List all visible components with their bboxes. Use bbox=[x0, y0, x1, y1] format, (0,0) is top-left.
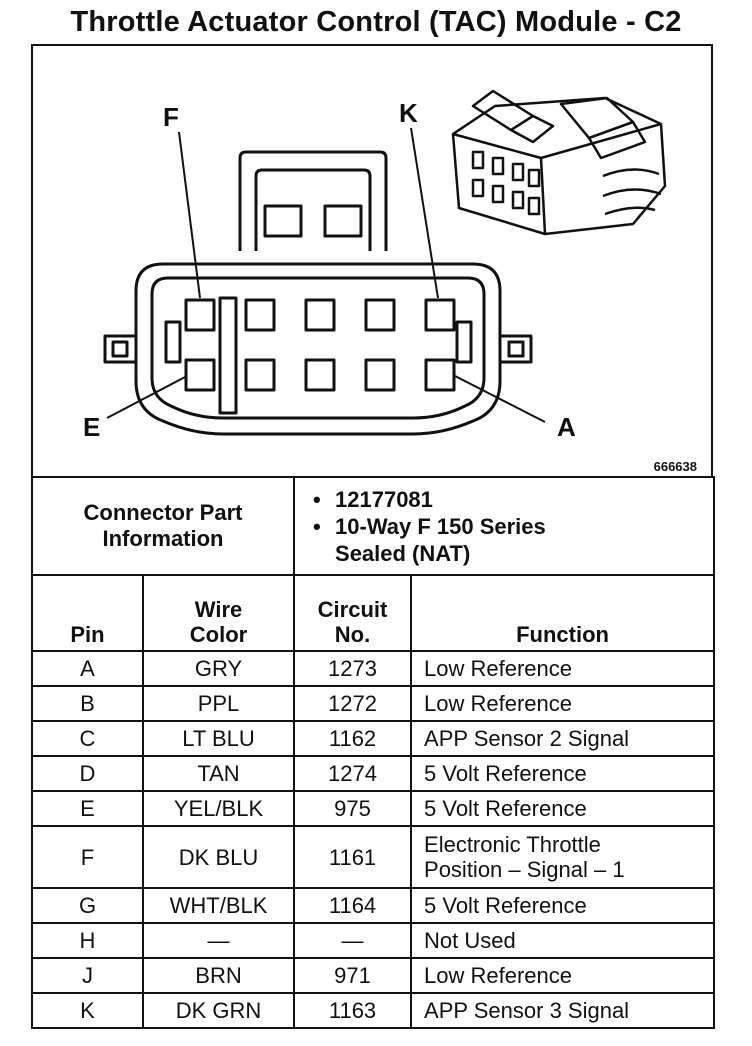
header-function: Function bbox=[410, 574, 716, 652]
function-line1: Electronic Throttle bbox=[424, 832, 601, 857]
circuit-cell: 975 bbox=[293, 790, 413, 827]
table-row: E YEL/BLK 975 5 Volt Reference bbox=[31, 790, 716, 827]
connector-latch bbox=[238, 150, 388, 251]
figure-id: 666638 bbox=[653, 459, 697, 474]
circuit-cell: 1272 bbox=[293, 685, 413, 722]
connector-description-cont: Sealed (NAT) bbox=[335, 540, 471, 566]
circuit-cell: — bbox=[293, 922, 413, 959]
circuit-cell: 1274 bbox=[293, 755, 413, 792]
connector-face-drawing bbox=[103, 89, 667, 436]
pin-cell: G bbox=[31, 887, 144, 924]
function-cell: 5 Volt Reference bbox=[410, 755, 716, 792]
wire-color-cell: — bbox=[141, 922, 296, 959]
connector-label-line2: Information bbox=[102, 526, 224, 551]
circuit-cell: 1161 bbox=[293, 825, 413, 889]
wire-color-cell: TAN bbox=[141, 755, 296, 792]
wire-color-cell: PPL bbox=[141, 685, 296, 722]
page-title: Throttle Actuator Control (TAC) Module -… bbox=[70, 6, 682, 38]
table-row: C LT BLU 1162 APP Sensor 2 Signal bbox=[31, 720, 716, 757]
circuit-cell: 1162 bbox=[293, 720, 413, 757]
table-row: F DK BLU 1161 Electronic Throttle Positi… bbox=[31, 825, 716, 889]
wire-color-cell: WHT/BLK bbox=[141, 887, 296, 924]
header-circuit-no: Circuit No. bbox=[293, 574, 413, 652]
table-row: K DK GRN 1163 APP Sensor 3 Signal bbox=[31, 992, 716, 1029]
header-row: Pin Wire Color Circuit No. Function bbox=[31, 574, 716, 652]
table-row: B PPL 1272 Low Reference bbox=[31, 685, 716, 722]
wire-color-cell: LT BLU bbox=[141, 720, 296, 757]
pin-cell: A bbox=[31, 650, 144, 687]
circuit-cell: 1163 bbox=[293, 992, 413, 1029]
pin-label-k: K bbox=[399, 98, 418, 128]
header-pin: Pin bbox=[31, 574, 144, 652]
connector-info-row: Connector Part Information 12177081 10-W… bbox=[30, 476, 716, 576]
function-cell: 5 Volt Reference bbox=[410, 790, 716, 827]
connector-diagram: F K E A 666638 bbox=[31, 44, 713, 478]
connector-description: 10-Way F 150 Series bbox=[313, 513, 707, 540]
wire-color-cell: DK BLU bbox=[141, 825, 296, 889]
pinout-table: Connector Part Information 12177081 10-W… bbox=[30, 476, 716, 1029]
table-row: J BRN 971 Low Reference bbox=[31, 957, 716, 994]
pin-cell: C bbox=[31, 720, 144, 757]
wire-color-cell: DK GRN bbox=[141, 992, 296, 1029]
connector-housing bbox=[134, 262, 502, 436]
circuit-cell: 1164 bbox=[293, 887, 413, 924]
pin-label-e: E bbox=[83, 412, 101, 442]
function-cell: Low Reference bbox=[410, 650, 716, 687]
pin-cell: D bbox=[31, 755, 144, 792]
header-wire-color: Wire Color bbox=[141, 574, 296, 652]
wire-color-cell: BRN bbox=[141, 957, 296, 994]
function-cell: APP Sensor 3 Signal bbox=[410, 992, 716, 1029]
function-cell: Low Reference bbox=[410, 957, 716, 994]
pin-cell: H bbox=[31, 922, 144, 959]
function-cell: Not Used bbox=[410, 922, 716, 959]
table-row: H — — Not Used bbox=[31, 922, 716, 959]
function-cell: 5 Volt Reference bbox=[410, 887, 716, 924]
connector-iso-view bbox=[451, 89, 667, 236]
table-row: A GRY 1273 Low Reference bbox=[31, 650, 716, 687]
circuit-cell: 971 bbox=[293, 957, 413, 994]
pin-cell: E bbox=[31, 790, 144, 827]
pin-cell: K bbox=[31, 992, 144, 1029]
function-cell: APP Sensor 2 Signal bbox=[410, 720, 716, 757]
function-cell: Electronic Throttle Position – Signal – … bbox=[410, 825, 716, 889]
connector-label-line1: Connector Part bbox=[83, 500, 243, 525]
table-row: D TAN 1274 5 Volt Reference bbox=[31, 755, 716, 792]
function-cell: Low Reference bbox=[410, 685, 716, 722]
table-row: G WHT/BLK 1164 5 Volt Reference bbox=[31, 887, 716, 924]
pin-cell: B bbox=[31, 685, 144, 722]
pin-label-a: A bbox=[557, 412, 576, 442]
circuit-cell: 1273 bbox=[293, 650, 413, 687]
wire-color-cell: GRY bbox=[141, 650, 296, 687]
pin-cell: J bbox=[31, 957, 144, 994]
pin-label-f: F bbox=[163, 102, 179, 132]
connector-part-number: 12177081 bbox=[313, 486, 707, 513]
pin-cell: F bbox=[31, 825, 144, 889]
connector-info-cell: 12177081 10-Way F 150 Series Sealed (NAT… bbox=[293, 476, 716, 576]
function-line2: Position – Signal – 1 bbox=[424, 857, 625, 882]
connector-label-cell: Connector Part Information bbox=[30, 476, 296, 576]
wire-color-cell: YEL/BLK bbox=[141, 790, 296, 827]
